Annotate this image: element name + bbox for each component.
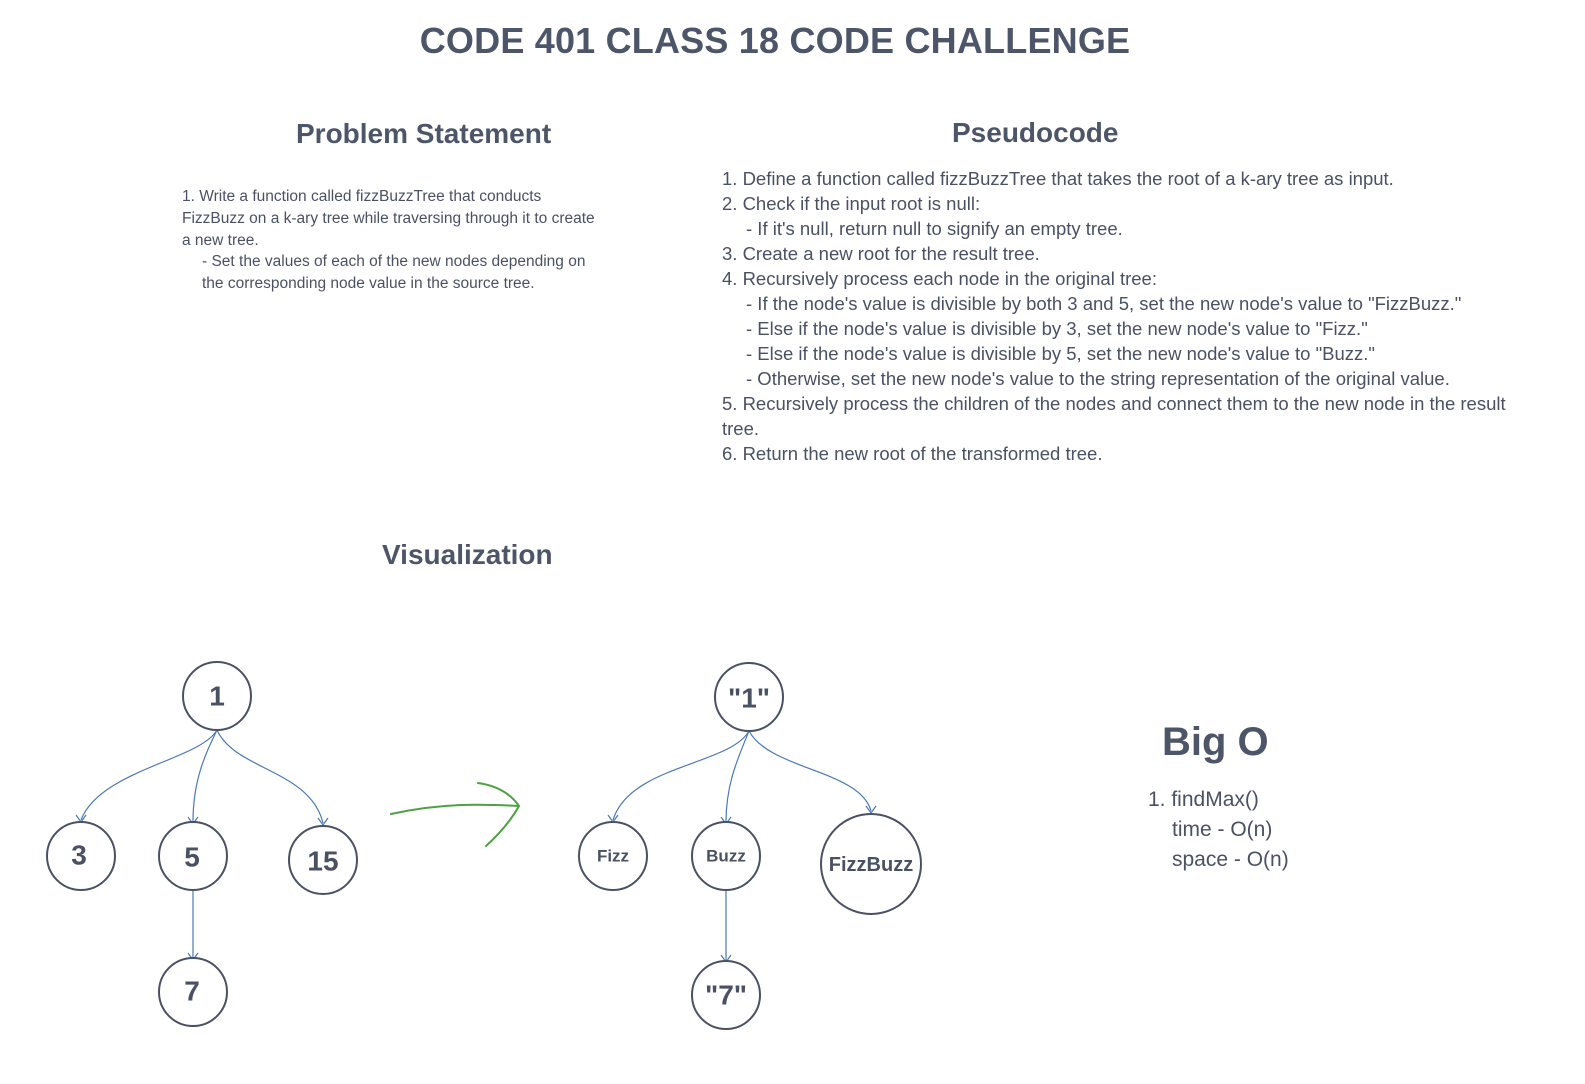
edge-1-to-15 xyxy=(216,729,324,824)
transform-arrowhead xyxy=(477,782,521,847)
pseudocode-step-4: 4. Recursively process each node in the … xyxy=(722,268,1157,289)
result-node-fizz: Fizz xyxy=(578,821,648,891)
pseudocode-step-4-sub-2: - Else if the node's value is divisible … xyxy=(746,318,1368,339)
source-node-3-label: 3 xyxy=(71,840,87,871)
result-edge-root-to-fizzbuzz xyxy=(748,730,872,812)
source-node-root: 1 xyxy=(182,661,252,731)
source-node-root-label: 1 xyxy=(209,681,225,712)
result-node-fizzbuzz-label: FizzBuzz xyxy=(829,854,913,876)
result-node-root-label: "1" xyxy=(728,683,770,714)
pseudocode-step-5: 5. Recursively process the children of t… xyxy=(722,393,1506,439)
source-node-5-label: 5 xyxy=(184,842,200,873)
result-node-fizz-label: Fizz xyxy=(597,847,629,866)
pseudocode-step-3: 3. Create a new root for the result tree… xyxy=(722,243,1040,264)
pseudocode-step-1: 1. Define a function called fizzBuzzTree… xyxy=(722,168,1394,189)
pseudocode-text: 1. Define a function called fizzBuzzTree… xyxy=(722,166,1522,466)
big-o-text: 1. findMax() time - O(n) space - O(n) xyxy=(1148,785,1448,875)
edge-1-to-5 xyxy=(192,729,218,823)
result-node-buzz-label: Buzz xyxy=(706,847,746,866)
source-node-3: 3 xyxy=(46,821,116,891)
result-node-7: "7" xyxy=(691,960,761,1030)
transform-arrow xyxy=(390,803,520,815)
source-node-7-label: 7 xyxy=(184,976,200,1007)
big-o-heading: Big O xyxy=(1162,720,1269,764)
visualization-heading: Visualization xyxy=(382,539,553,570)
result-edge-root-to-buzz xyxy=(725,730,750,823)
pseudocode-step-6: 6. Return the new root of the transforme… xyxy=(722,443,1103,464)
source-node-7: 7 xyxy=(158,957,228,1027)
source-node-5: 5 xyxy=(158,821,228,891)
pseudocode-step-2-sub: - If it's null, return null to signify a… xyxy=(746,218,1123,239)
result-node-fizzbuzz: FizzBuzz xyxy=(820,813,922,915)
big-o-time: time - O(n) xyxy=(1172,818,1273,841)
big-o-function: 1. findMax() xyxy=(1148,788,1259,811)
pseudocode-step-4-sub-3: - Else if the node's value is divisible … xyxy=(746,343,1375,364)
source-node-15: 15 xyxy=(288,825,358,895)
edge-1-to-3 xyxy=(80,729,218,821)
problem-statement-heading: Problem Statement xyxy=(296,118,552,149)
result-node-root: "1" xyxy=(714,662,784,732)
result-node-buzz: Buzz xyxy=(691,821,761,891)
result-node-7-label: "7" xyxy=(705,980,747,1011)
big-o-space: space - O(n) xyxy=(1172,848,1289,871)
problem-line-1: 1. Write a function called fizzBuzzTree … xyxy=(182,188,595,249)
result-edge-root-to-fizz xyxy=(612,730,750,821)
pseudocode-heading: Pseudocode xyxy=(952,117,1119,148)
problem-line-2: - Set the values of each of the new node… xyxy=(202,253,586,293)
page-title: CODE 401 CLASS 18 CODE CHALLENGE xyxy=(419,20,1131,61)
problem-statement-text: 1. Write a function called fizzBuzzTree … xyxy=(182,186,602,295)
pseudocode-step-2: 2. Check if the input root is null: xyxy=(722,193,981,214)
pseudocode-step-4-sub-4: - Otherwise, set the new node's value to… xyxy=(746,368,1450,389)
pseudocode-step-4-sub-1: - If the node's value is divisible by bo… xyxy=(746,293,1462,314)
source-node-15-label: 15 xyxy=(307,846,338,877)
